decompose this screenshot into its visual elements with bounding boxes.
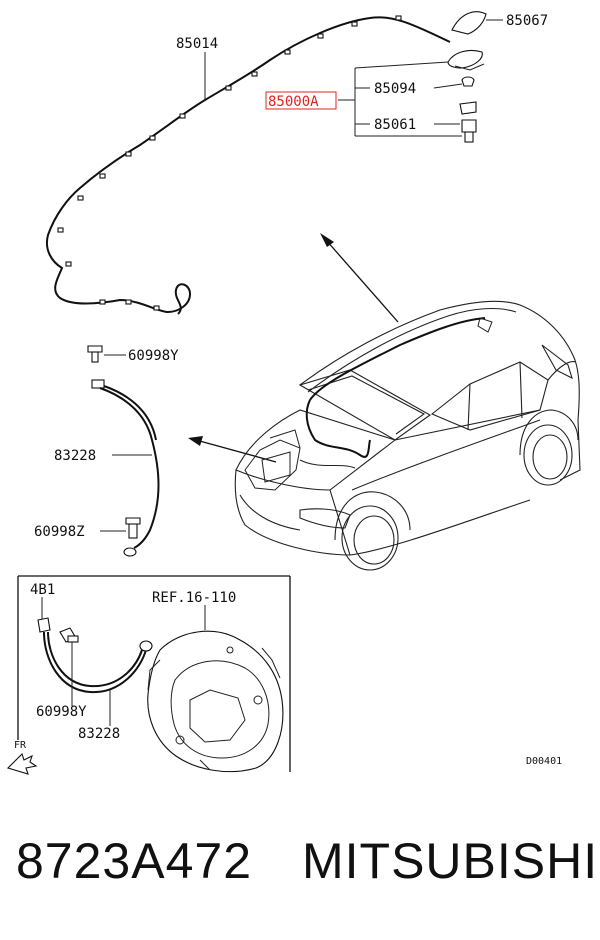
- diagram-code: D00401: [526, 756, 562, 767]
- label-83228-mid: 83228: [54, 448, 96, 464]
- arrow-to-harness: [320, 233, 399, 323]
- label-60998Y-top: 60998Y: [128, 348, 179, 364]
- ground-bolt-bottom: [100, 517, 141, 539]
- label-fr: FR: [14, 740, 27, 751]
- label-ref: REF.16-110: [152, 590, 236, 606]
- label-85067: 85067: [506, 13, 548, 29]
- parts-diagram: 85014 85067 85094 85061 85000A: [6, 11, 581, 775]
- arrow-to-ground-cable: [188, 436, 277, 463]
- label-85061: 85061: [374, 117, 416, 133]
- front-direction-indicator: FR: [6, 740, 38, 775]
- bracket-85000A: [338, 61, 462, 137]
- shark-fin-antenna: [451, 11, 503, 35]
- label-4B1: 4B1: [30, 582, 55, 598]
- brand-name: MITSUBISHI: [302, 833, 599, 889]
- label-60998Y-inset: 60998Y: [36, 704, 87, 720]
- label-85000A: 85000A: [268, 94, 319, 110]
- ground-bolt-top: [87, 345, 126, 363]
- front-arrow-icon: [6, 752, 38, 775]
- part-number: 8723A472: [16, 833, 253, 889]
- vehicle-body: [234, 300, 581, 571]
- harness-clips: [57, 15, 402, 311]
- antenna-clip: [433, 76, 475, 89]
- antenna-mount-nut: [434, 101, 477, 143]
- label-83228-inset: 83228: [78, 726, 120, 742]
- highlight-box: [265, 91, 337, 110]
- inset-ground-cable: [37, 617, 153, 694]
- label-85014: 85014: [176, 36, 218, 52]
- transmission-housing: [147, 630, 284, 773]
- inset-frame: [17, 575, 291, 772]
- label-60998Z: 60998Z: [34, 524, 85, 540]
- antenna-base: [447, 49, 485, 71]
- ground-cable: [91, 379, 160, 557]
- product-caption: 8723A472 MITSUBISHI: [0, 832, 600, 902]
- label-85094: 85094: [374, 81, 416, 97]
- roof-wiring-harness: [46, 15, 451, 315]
